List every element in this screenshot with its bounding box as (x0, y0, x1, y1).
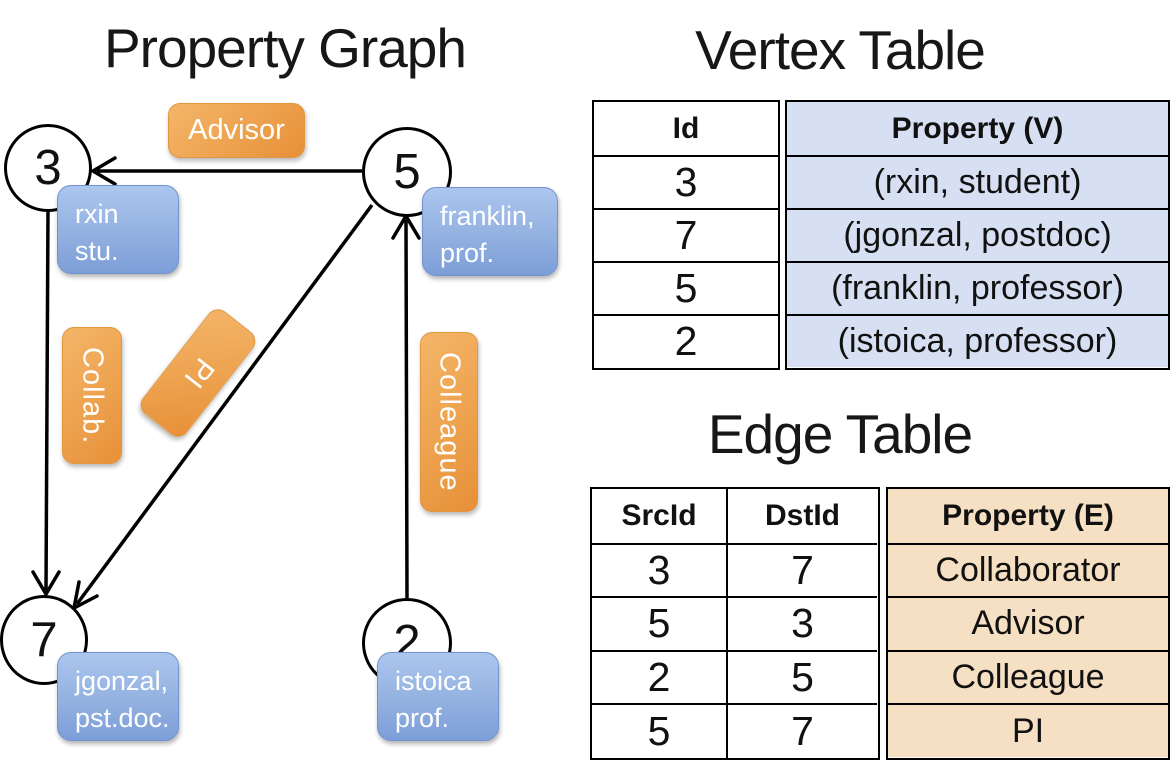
vertex-property-box-jgonzal: jgonzal, pst.doc. (57, 652, 179, 741)
edge-label-collab: Collab. (62, 327, 122, 464)
edge-table-header-srcid: SrcId (621, 498, 697, 532)
vertex-property-line: prof. (440, 238, 495, 269)
vertex-table-cell-id: 7 (594, 208, 778, 261)
vertex-table-cell-id: 5 (594, 261, 778, 314)
vertex-table-title: Vertex Table (695, 19, 986, 81)
vertex-table-cell-id: 2 (594, 314, 778, 367)
edge-label-colleague: Colleague (420, 332, 478, 512)
edge-label-text: Collab. (76, 346, 109, 445)
edge-label-text: Colleague (433, 352, 466, 492)
edge-collab-arrowhead (31, 570, 61, 598)
edge-table-cell-property: Colleague (888, 649, 1168, 704)
property-graph-title: Property Graph (103, 17, 467, 79)
vertex-node-7-id: 7 (30, 613, 58, 667)
edge-advisor-arrowhead (89, 156, 117, 186)
graph-edges-canvas (31, 156, 421, 612)
edge-table-cell-property: Collaborator (888, 542, 1168, 597)
vertex-property-box-rxin: rxin stu. (57, 185, 179, 274)
edge-collab-line (44, 209, 50, 591)
edge-colleague-line (404, 219, 409, 599)
edge-table-cell-srcid: 3 (592, 542, 726, 597)
edge-table-cell-dstid: 3 (728, 596, 877, 650)
vertex-property-box-franklin: franklin, prof. (422, 187, 558, 276)
edge-table-cell-dstid: 7 (728, 542, 877, 597)
edge-table-header-dstid: DstId (765, 498, 840, 532)
edge-label-text: Advisor (188, 114, 285, 146)
edge-table-header-property: Property (E) (888, 489, 1168, 543)
edge-table-cell-srcid: 2 (592, 649, 726, 704)
edge-table-id-columns: SrcId 3 5 2 5 DstId 7 3 5 7 (590, 487, 880, 760)
vertex-table-property-column: Property (V) (rxin, student) (jgonzal, p… (785, 100, 1170, 370)
vertex-table-cell-property: (franklin, professor) (787, 261, 1168, 314)
edge-table-title: Edge Table (707, 403, 973, 465)
vertex-node-5-id: 5 (393, 145, 421, 199)
vertex-property-line: jgonzal, (75, 666, 169, 696)
vertex-property-line: stu. (75, 236, 119, 267)
vertex-property-line: istoica (395, 666, 472, 696)
edge-table-cell-srcid: 5 (592, 596, 726, 650)
edge-table-property-column: Property (E) Collaborator Advisor Collea… (886, 487, 1170, 760)
edge-pi-line (75, 203, 374, 606)
vertex-property-line: franklin, (440, 201, 535, 231)
edge-table-cell-dstid: 5 (728, 649, 877, 704)
edge-table-cell-srcid: 5 (592, 703, 726, 757)
edge-table-cell-property: PI (888, 703, 1168, 757)
edge-table-cell-property: Advisor (888, 596, 1168, 650)
vertex-table-cell-property: (rxin, student) (787, 155, 1168, 208)
vertex-table-header-property: Property (V) (787, 102, 1168, 155)
vertex-property-line: pst.doc. (75, 703, 170, 734)
edge-label-text: PI (176, 351, 221, 395)
vertex-property-line: rxin (75, 199, 119, 229)
edge-table-dstid-column: DstId 7 3 5 7 (726, 489, 877, 758)
edge-table-cell-dstid: 7 (728, 703, 877, 757)
vertex-node-3-id: 3 (34, 141, 62, 195)
edge-table-srcid-column: SrcId 3 5 2 5 (592, 489, 726, 758)
edge-label-advisor: Advisor (168, 103, 305, 158)
vertex-table-cell-property: (istoica, professor) (787, 314, 1168, 367)
vertex-property-box-istoica: istoica prof. (377, 652, 499, 741)
vertex-table-cell-property: (jgonzal, postdoc) (787, 208, 1168, 261)
vertex-property-line: prof. (395, 703, 450, 734)
vertex-table-id-column: Id 3 7 5 2 (592, 100, 780, 370)
vertex-table-header-id: Id (672, 111, 700, 145)
vertex-table-cell-id: 3 (594, 155, 778, 208)
